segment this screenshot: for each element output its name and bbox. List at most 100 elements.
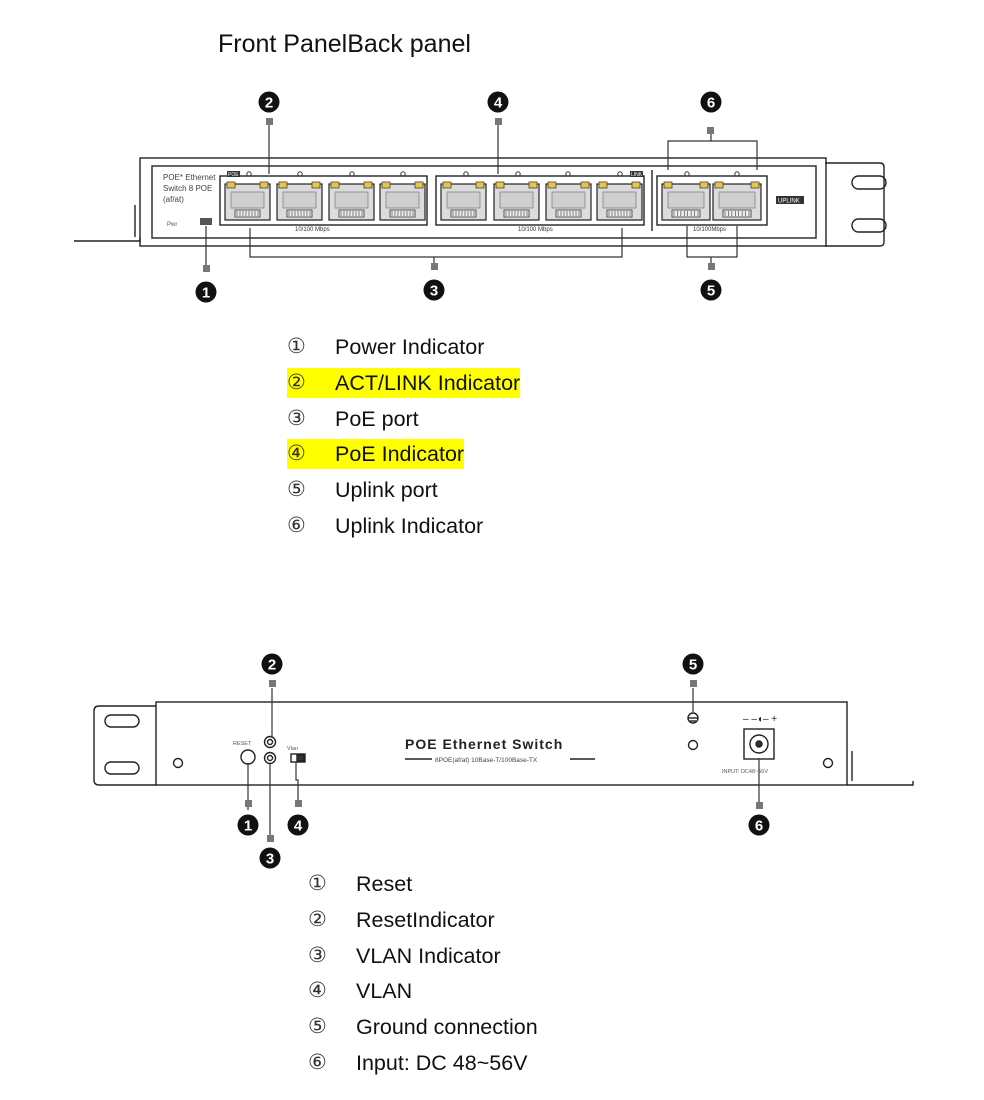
leader-square <box>269 680 276 687</box>
led-indicator <box>495 181 505 189</box>
model-text: (af/at) <box>163 195 184 204</box>
rack-ear-right <box>825 162 885 247</box>
port-contacts <box>555 209 582 218</box>
led-indicator <box>330 181 340 189</box>
screw-icon <box>172 757 184 769</box>
leader-line <box>686 226 738 258</box>
legend-number: ③ <box>287 406 306 430</box>
polarity-icon: – –◖– + <box>743 714 777 725</box>
callout-number: 3 <box>430 283 438 300</box>
port-number-icon <box>400 171 406 177</box>
port-number-icon <box>617 171 623 177</box>
legend-label: ACT/LINK Indicator <box>335 367 521 398</box>
speed-label: 10/100Mbps <box>693 227 726 233</box>
callout-number: 2 <box>265 95 273 112</box>
link-tag <box>630 171 643 177</box>
led-indicator <box>475 181 485 189</box>
legend-number: ③ <box>308 943 327 967</box>
port-contacts <box>671 209 701 218</box>
port-contacts <box>389 209 416 218</box>
port-contacts <box>338 209 365 218</box>
callout-number: 1 <box>202 285 210 302</box>
led-indicator <box>547 181 557 189</box>
callout-number: 4 <box>494 95 503 112</box>
legend-label: Uplink Indicator <box>335 513 484 538</box>
port-number-icon <box>297 171 303 177</box>
port-number-icon <box>565 171 571 177</box>
pwr-label: Pwr <box>167 222 177 228</box>
port-group-uplink <box>656 175 768 226</box>
leader-square <box>203 265 210 272</box>
port-number-icon <box>734 171 740 177</box>
model-text: Switch 8 POE <box>163 184 212 193</box>
legend-label: ResetIndicator <box>356 907 495 932</box>
callout-badge: 6 <box>700 91 722 113</box>
legend-number: ② <box>287 367 335 398</box>
reset-button <box>240 749 256 765</box>
led-indicator <box>699 181 709 189</box>
leader-square <box>495 118 502 125</box>
uplink-label-box <box>776 196 804 204</box>
callout-badge: 4 <box>287 814 309 836</box>
legend-label: Ground connection <box>356 1015 538 1040</box>
rj45-port <box>379 181 426 221</box>
rj45-port <box>328 181 375 221</box>
mount-slot <box>851 175 887 190</box>
leader-square <box>707 127 714 134</box>
legend-label: PoE Indicator <box>335 439 465 470</box>
leader-line <box>667 140 758 170</box>
legend-number: ⑥ <box>287 513 306 537</box>
mount-slot <box>851 218 887 233</box>
leader-square <box>690 680 697 687</box>
led-indicator <box>598 181 608 189</box>
vlan-switch <box>290 753 306 763</box>
led-indicator <box>631 181 641 189</box>
leader-square <box>431 263 438 270</box>
rack-ear-left <box>93 705 156 786</box>
led-indicator <box>226 181 236 189</box>
rj45-port <box>276 181 323 221</box>
legend-label: Input: DC 48~56V <box>356 1050 528 1075</box>
rj45-port <box>224 181 271 221</box>
port-number-icon <box>463 171 469 177</box>
callout-number: 5 <box>689 657 697 674</box>
callout-badge: 4 <box>487 91 509 113</box>
callout-number: 3 <box>266 851 274 868</box>
reset-label: RESET <box>233 741 252 747</box>
callout-number: 6 <box>707 95 715 112</box>
legend-label: VLAN <box>356 979 413 1004</box>
legend-label: VLAN Indicator <box>356 943 501 968</box>
led-indicator <box>528 181 538 189</box>
faceplate <box>151 165 817 239</box>
vlan-indicator-led <box>263 751 277 765</box>
callout-badge: 1 <box>237 814 259 836</box>
callout-badge: 1 <box>195 281 217 303</box>
chassis-back <box>155 701 848 786</box>
callout-badge: 5 <box>682 653 704 675</box>
rj45-port <box>661 181 711 221</box>
back-title: POE Ethernet Switch <box>405 736 563 752</box>
callout-number: 1 <box>244 818 252 835</box>
reset-indicator-led <box>263 735 277 749</box>
led-indicator <box>714 181 724 189</box>
legend-number: ④ <box>308 979 327 1003</box>
callout-badge: 3 <box>423 279 445 301</box>
port-contacts <box>286 209 313 218</box>
legend-number: ② <box>308 907 327 931</box>
callout-badge: 2 <box>258 91 280 113</box>
callout-number: 6 <box>755 818 763 835</box>
base-plate-right <box>847 781 914 786</box>
speed-label: 10/100 Mbps <box>518 227 553 233</box>
back-subtitle: 8POE(af/at) 10Base-T/100Base-TX <box>435 757 538 764</box>
rj45-port <box>545 181 592 221</box>
chassis-front <box>139 157 827 247</box>
rj45-port <box>440 181 487 221</box>
leader-square <box>756 802 763 809</box>
legend-label: Reset <box>356 872 413 896</box>
led-indicator <box>442 181 452 189</box>
callout-badge: 3 <box>259 847 281 869</box>
port-number-icon <box>515 171 521 177</box>
port-contacts <box>234 209 261 218</box>
legend-label: Power Indicator <box>335 335 485 359</box>
callout-number: 2 <box>268 657 276 674</box>
